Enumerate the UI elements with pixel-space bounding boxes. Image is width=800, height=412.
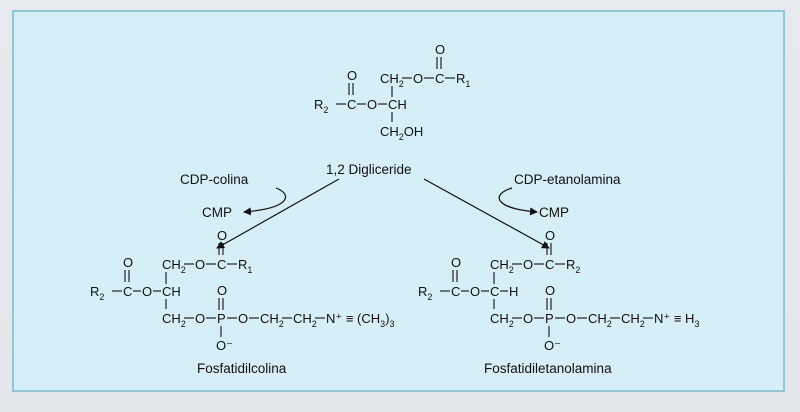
svg-text:C: C [123, 284, 132, 299]
pc-oxygen-anion: O⁻ [216, 338, 233, 353]
cmp-right-label: CMP [539, 205, 569, 220]
pc-ch2-bottom: CH2 [162, 311, 186, 329]
svg-text:O: O [217, 283, 227, 298]
arrow-to-phosphatidylethanolamine [423, 178, 550, 249]
svg-text:O: O [195, 311, 205, 326]
r2-group: R2 [314, 97, 328, 115]
svg-text:O: O [195, 257, 205, 272]
ch2oh: CH2OH [380, 124, 423, 142]
pe-r2: R2 [418, 284, 432, 302]
svg-text:H: H [509, 284, 518, 299]
pc-phosphorus: P [217, 311, 226, 326]
reaction-diagram: O CH2 O C R1 O R2 C O CH CH2OH 1,2 Digli… [90, 42, 699, 376]
svg-text:CH2: CH2 [621, 311, 645, 329]
r1-group: R1 [456, 71, 470, 89]
svg-text:C: C [545, 257, 554, 272]
phosphatidylcholine-label: Fosfatidilcolina [197, 361, 287, 376]
svg-text:O: O [470, 284, 480, 299]
svg-text:CH2: CH2 [588, 311, 612, 329]
svg-text:O: O [238, 311, 248, 326]
carbonyl-carbon-r1: C [435, 71, 444, 86]
svg-text:CH2: CH2 [490, 311, 514, 329]
svg-text:O: O [566, 311, 576, 326]
phosphatidylcholine-structure: O CH2 O C R1 O R2 C O CH CH2 O P O O⁻ [90, 228, 395, 353]
carbonyl-oxygen-r2: O [347, 68, 357, 83]
ester-oxygen-r2: O [367, 97, 377, 112]
pc-carbonyl-oxygen-r1: O [217, 228, 227, 243]
cdp-ethanolamine-curved-arrow [498, 187, 538, 216]
svg-text:C: C [451, 284, 460, 299]
pc-carbonyl-oxygen-r2: O [123, 255, 133, 270]
svg-text:C: C [217, 257, 226, 272]
pe-headgroup: N⁺ ≡ H3 [654, 311, 699, 329]
ch2-top: CH2 [380, 71, 404, 89]
phosphatidylethanolamine-structure: O CH2 O C R2 O R2 C O C H CH2 O P O O⁻ [418, 228, 699, 353]
svg-text:CH2: CH2 [490, 257, 514, 275]
svg-text:C: C [490, 284, 499, 299]
pc-headgroup: N⁺ ≡ (CH3)3 [326, 311, 395, 329]
carbonyl-carbon-r2: C [347, 97, 356, 112]
ester-oxygen-r1: O [413, 71, 423, 86]
pc-r1: R1 [238, 257, 252, 275]
svg-text:O: O [545, 228, 555, 243]
cdp-choline-curved-arrow [243, 187, 287, 216]
diglyceride-label: 1,2 Digliceride [326, 162, 412, 177]
svg-text:O: O [545, 283, 555, 298]
cdp-ethanolamine-label: CDP-etanolamina [514, 172, 621, 187]
arrow-to-phosphatidylcholine [216, 178, 340, 249]
svg-text:CH2: CH2 [260, 311, 284, 329]
pe-oxygen-anion: O⁻ [544, 338, 561, 353]
diglyceride-structure: O CH2 O C R1 O R2 C O CH CH2OH [314, 42, 470, 142]
ch-central: CH [388, 97, 407, 112]
pc-r2: R2 [90, 284, 104, 302]
svg-text:O: O [451, 255, 461, 270]
figure-panel: O CH2 O C R1 O R2 C O CH CH2OH 1,2 Digli… [12, 10, 785, 392]
phosphatidylethanolamine-label: Fosfatidiletanolamina [484, 361, 612, 376]
cdp-choline-label: CDP-colina [180, 172, 249, 187]
svg-text:CH: CH [162, 284, 181, 299]
svg-text:O: O [523, 257, 533, 272]
pc-ch2-top: CH2 [162, 257, 186, 275]
cmp-left-label: CMP [202, 205, 232, 220]
svg-text:O: O [523, 311, 533, 326]
carbonyl-oxygen-r1: O [435, 42, 445, 57]
svg-text:O: O [142, 284, 152, 299]
pe-r2-top: R2 [566, 257, 580, 275]
svg-text:CH2: CH2 [293, 311, 317, 329]
pe-phosphorus: P [545, 311, 554, 326]
